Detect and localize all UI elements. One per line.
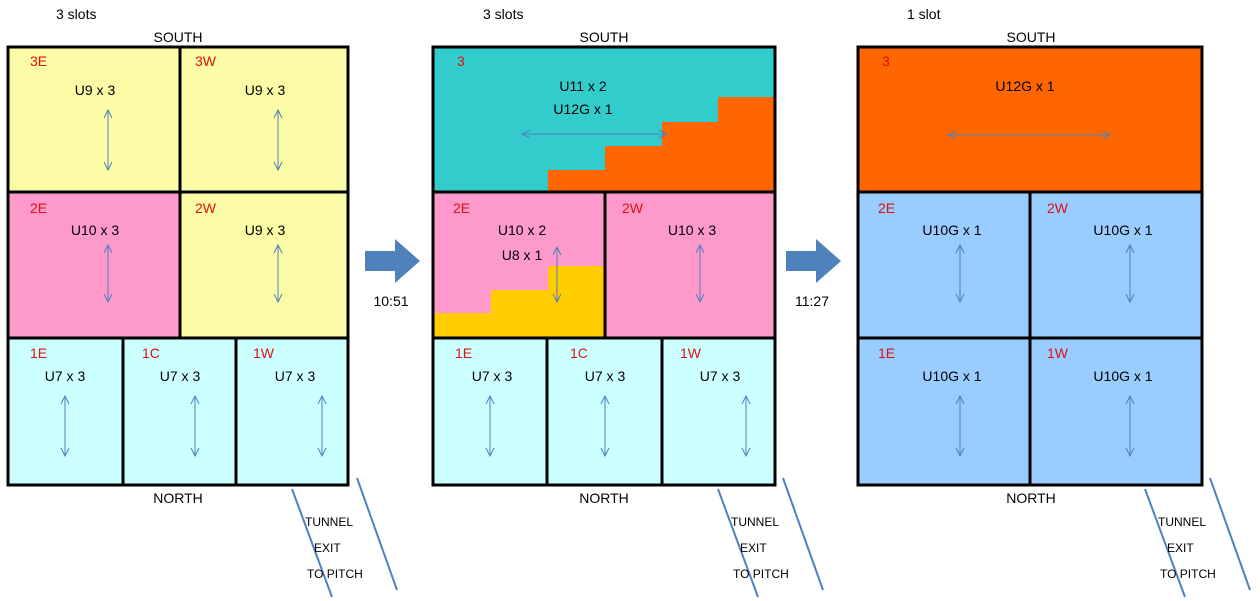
tunnel-wall xyxy=(782,477,824,591)
unit-count: U10 x 2 xyxy=(497,222,547,238)
section-code: 2W xyxy=(622,200,643,216)
section-code: 3 xyxy=(457,53,465,69)
tunnel-label: TUNNEL xyxy=(731,515,780,529)
unit-count: U7 x 3 xyxy=(699,368,741,384)
tunnel-label: TO PITCH xyxy=(733,567,789,581)
unit-count: U7 x 3 xyxy=(44,368,86,384)
tunnel-wall xyxy=(356,477,398,591)
slots-label: 3 slots xyxy=(56,6,97,22)
south-label: SOUTH xyxy=(1006,29,1056,45)
north-label: NORTH xyxy=(579,490,629,506)
unit-count: U7 x 3 xyxy=(274,368,316,384)
section-code: 2W xyxy=(1047,200,1068,216)
section-2w xyxy=(1030,192,1202,338)
section-2w xyxy=(605,192,775,338)
section-2e xyxy=(8,192,180,338)
section-code: 1W xyxy=(1047,345,1068,361)
south-label: SOUTH xyxy=(579,29,629,45)
tunnel-wall xyxy=(291,488,333,598)
south-label: SOUTH xyxy=(153,29,203,45)
tunnel-label: EXIT xyxy=(740,541,767,555)
right-arrow-icon xyxy=(786,239,841,283)
tunnel-wall xyxy=(1144,488,1186,598)
section-2e-split xyxy=(433,266,605,338)
section-code: 3 xyxy=(882,53,890,69)
section-1w xyxy=(1030,338,1202,485)
section-1e xyxy=(858,338,1030,485)
tunnel-label: TUNNEL xyxy=(305,515,354,529)
unit-count: U12G x 1 xyxy=(553,101,613,117)
section-code: 1C xyxy=(570,345,588,361)
unit-count: U12G x 1 xyxy=(995,78,1055,94)
stand-outline xyxy=(856,45,1204,487)
section-code: 1W xyxy=(680,345,701,361)
section-code: 3E xyxy=(30,53,48,69)
right-arrow-icon xyxy=(365,239,420,283)
tunnel-wall xyxy=(717,488,759,598)
section-code: 2E xyxy=(453,200,471,216)
tunnel-label: TUNNEL xyxy=(1158,515,1207,529)
tunnel-label: EXIT xyxy=(314,541,341,555)
section-1w xyxy=(662,338,775,485)
stand-outline xyxy=(6,45,350,487)
unit-count: U9 x 3 xyxy=(244,82,286,98)
section-code: 1C xyxy=(142,345,160,361)
slots-label: 1 slot xyxy=(907,6,941,22)
section-code: 1E xyxy=(30,345,48,361)
unit-count: U10G x 1 xyxy=(1093,222,1153,238)
section-code: 1E xyxy=(455,345,473,361)
section-code: 2W xyxy=(195,200,216,216)
north-label: NORTH xyxy=(153,490,203,506)
tunnel-label: TO PITCH xyxy=(307,567,363,581)
section-1w xyxy=(236,338,348,485)
slots-label: 3 slots xyxy=(483,6,524,22)
section-3 xyxy=(858,47,1202,192)
tunnel-wall xyxy=(1209,477,1251,591)
unit-count: U10G x 1 xyxy=(922,368,982,384)
tunnel-label: EXIT xyxy=(1167,541,1194,555)
section-code: 2E xyxy=(30,200,48,216)
tunnel-label: TO PITCH xyxy=(1160,567,1216,581)
section-3w xyxy=(180,47,348,192)
section-1c xyxy=(123,338,236,485)
section-2e xyxy=(858,192,1030,338)
section-code: 3W xyxy=(195,53,216,69)
unit-count: U8 x 1 xyxy=(501,247,543,263)
section-code: 1E xyxy=(878,345,896,361)
section-3-split xyxy=(548,97,775,192)
unit-count: U9 x 3 xyxy=(74,82,116,98)
unit-count: U9 x 3 xyxy=(244,222,286,238)
transition-time: 11:27 xyxy=(795,293,829,309)
unit-count: U7 x 3 xyxy=(584,368,626,384)
section-code: 2E xyxy=(878,200,896,216)
transition-time: 10:51 xyxy=(373,293,409,309)
north-label: NORTH xyxy=(1006,490,1056,506)
section-3e xyxy=(8,47,180,192)
unit-count: U10G x 1 xyxy=(922,222,982,238)
unit-count: U7 x 3 xyxy=(471,368,513,384)
stand-outline xyxy=(431,45,777,487)
section-code: 1W xyxy=(253,345,274,361)
unit-count: U10 x 3 xyxy=(667,222,717,238)
section-2w xyxy=(180,192,348,338)
unit-count: U7 x 3 xyxy=(159,368,201,384)
unit-count: U11 x 2 xyxy=(559,78,607,94)
unit-count: U10G x 1 xyxy=(1093,368,1153,384)
unit-count: U10 x 3 xyxy=(70,222,120,238)
